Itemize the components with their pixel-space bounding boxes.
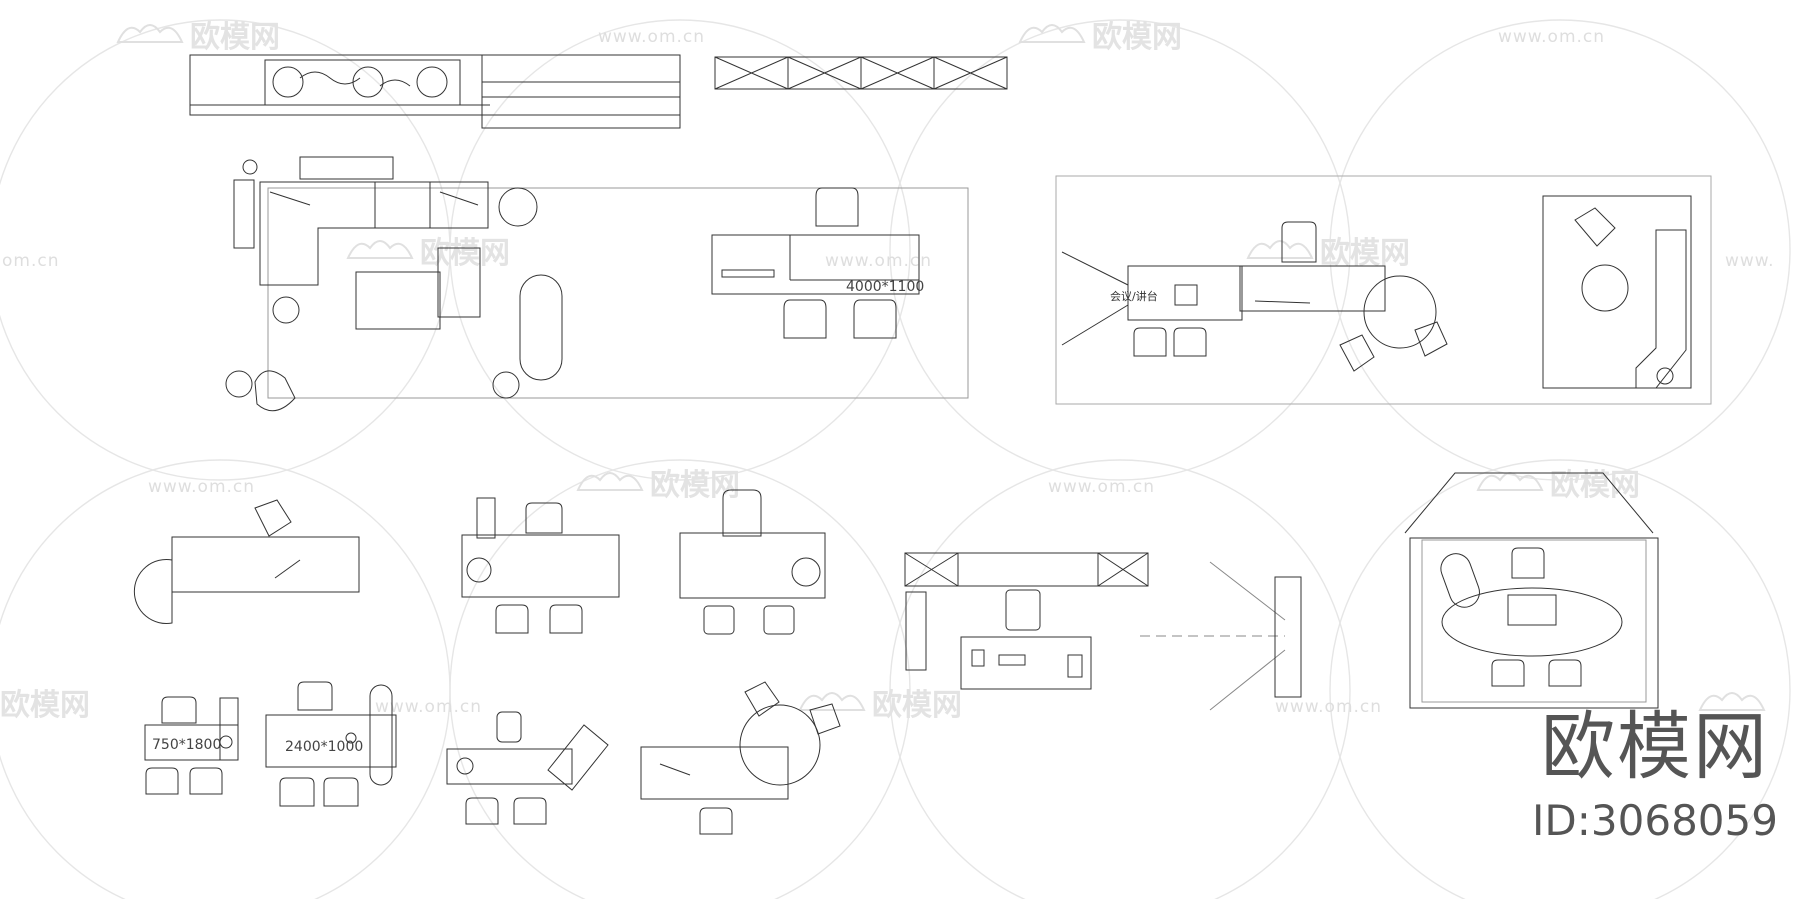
chair-icon [496,711,522,743]
chair-icon [1281,221,1317,263]
meeting-room [1404,472,1659,709]
brand-id: ID:3068059 [1532,796,1778,845]
chair-icon [297,681,333,711]
angled-desk [446,711,609,825]
curved-desk [133,499,360,624]
conference-label: 会议/讲台 [1110,289,1158,303]
watermark-brand: 欧模网 [650,468,740,503]
chair-icon [809,703,841,735]
plant-icon [272,66,304,98]
watermark-brand: 欧模网 [0,688,90,723]
watermark-brand: 欧模网 [1550,468,1640,503]
planter-wall-unit [189,54,681,129]
projection-screen [1140,561,1302,711]
desk-with-circle [461,497,620,634]
chair-icon [1414,321,1448,357]
watermark-url: www. [1725,251,1775,271]
chair-icon [722,489,762,537]
watermark-brand: 欧模网 [420,236,510,271]
chair-icon [525,502,563,534]
plant-icon [416,66,448,98]
executive-desk [679,489,826,635]
furniture-linework: 4000*1100 会议/讲台 [133,54,1712,835]
shelf-workstation [904,552,1149,690]
large-desk [711,187,920,339]
chair-icon [815,187,859,227]
crossed-shelf [714,56,1008,90]
watermark-url: www.om.cn [1275,697,1382,717]
brand-block: 欧模网 ID:3068059 [1510,710,1800,849]
chair-icon [161,696,197,724]
small-table-a [144,696,239,795]
chair-icon [549,604,583,634]
chair-icon [703,605,735,635]
chair-icon [1133,327,1167,357]
watermark-brand: 欧模网 [190,20,280,55]
chair-icon [323,777,359,807]
conference-room [1055,175,1712,405]
watermark-url: www.om.cn [598,27,705,47]
chair-icon [1548,659,1582,687]
watermark-url: om.cn [2,251,60,271]
watermark-url: www.om.cn [1048,477,1155,497]
plant-icon [352,66,384,98]
chair-icon [189,767,223,795]
table-small-a-dimension: 750*1800 [152,737,221,753]
chair-icon [744,681,780,717]
watermark-brand: 欧模网 [1320,236,1410,271]
chair-icon [465,797,499,825]
chair-icon [513,797,547,825]
watermark-layer: 欧模网 欧模网 欧模网 欧模网 欧模网 欧模网 欧模网 欧模网 www.om.c… [0,20,1775,723]
brand-name: 欧模网 [1541,704,1769,790]
table-small-b-dimension: 2400*1000 [285,739,363,755]
chair-icon [783,299,827,339]
watermark-circles [0,19,1791,899]
chair-icon [1574,207,1616,247]
watermark-url: www.om.cn [148,477,255,497]
chair-icon [699,807,733,835]
watermark-brand: 欧模网 [872,688,962,723]
chair-icon [145,767,179,795]
table-large-dimension: 4000*1100 [846,279,924,295]
chair-icon [495,604,529,634]
watermark-brand: 欧模网 [1092,20,1182,55]
chair-icon [1491,659,1525,687]
chair-icon [853,299,897,339]
watermark-url: www.om.cn [375,697,482,717]
chair-icon [1511,547,1545,579]
chair-icon [279,777,315,807]
chair-icon [763,605,795,635]
watermark-url: www.om.cn [1498,27,1605,47]
small-table-b [265,681,397,807]
chair-icon [1339,334,1375,372]
chair-icon [1005,589,1041,631]
round-desk [640,681,841,835]
chair-icon [1173,327,1207,357]
lounge-area [225,156,969,412]
chair-icon [254,499,292,537]
watermark-url: www.om.cn [825,251,932,271]
watermark-logo-icon [116,24,1766,711]
